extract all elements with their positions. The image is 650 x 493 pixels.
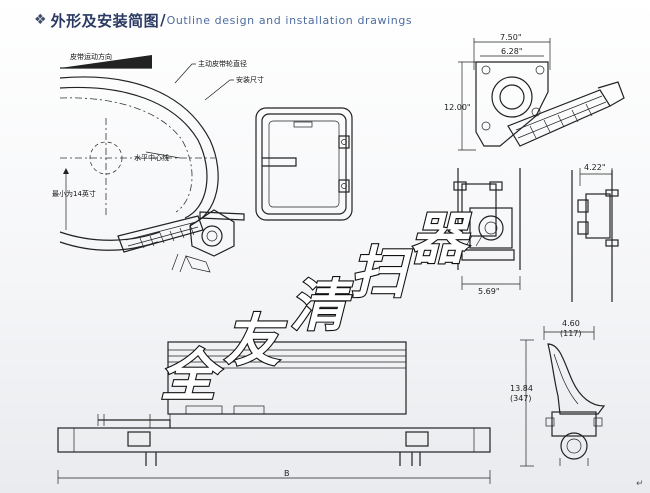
section-heading: ❖ 外形及安装简图 / Outline design and installat…: [34, 10, 412, 30]
dim-side-width: 5.69": [478, 287, 500, 296]
watermark-char-1: 全: [160, 343, 223, 409]
belt-direction-label: 皮带运动方向: [70, 52, 112, 61]
pulley-diameter-label: 主动皮带轮直径: [198, 59, 247, 68]
install-size-label: 安装尺寸: [236, 75, 264, 84]
dim-top-width-outer: 7.50": [500, 33, 522, 42]
watermark-char-3: 清: [290, 273, 353, 339]
diamond-bullet-icon: ❖: [34, 12, 47, 28]
top-view: 7.50" 6.28" 12.00": [444, 33, 625, 151]
watermark-char-4: 扫: [350, 240, 413, 306]
heading-title-cn: 外形及安装简图: [50, 11, 160, 30]
watermark-char-2: 友: [224, 308, 287, 374]
brand-watermark: 全 友 清 扫 器: [159, 205, 473, 410]
svg-text:↵: ↵: [636, 479, 644, 489]
base-front-view: B: [57, 341, 491, 484]
dim-end-width: 4.22": [584, 163, 606, 172]
heading-title-en: Outline design and installation drawings: [166, 13, 413, 27]
horizontal-centerline-label: 水平中心线: [134, 153, 169, 162]
dim-blade-width-mm: (117): [560, 329, 582, 338]
pulley-installation-view: 皮带运动方向 主动皮带轮直径 安装尺寸 水平中心线 最小为14英寸: [52, 52, 264, 273]
belt-direction-arrow-icon: [60, 55, 152, 68]
dim-top-height: 12.00": [444, 103, 471, 112]
heading-separator: /: [160, 11, 166, 29]
dim-base-length: B: [284, 469, 290, 478]
side-view: 5.69": [453, 168, 521, 296]
dim-blade-height: 13.84: [510, 384, 533, 393]
inspection-door-view: [255, 107, 353, 221]
min-size-label: 最小为14英寸: [52, 189, 96, 198]
blade-view: 4.60 (117) 13.84 (347): [510, 319, 606, 467]
end-view: 4.22": [571, 163, 619, 302]
dim-top-width-inner: 6.28": [501, 47, 523, 56]
dim-blade-width: 4.60: [562, 319, 580, 328]
watermark-char-5: 器: [410, 206, 472, 272]
dim-blade-height-mm: (347): [510, 394, 532, 403]
